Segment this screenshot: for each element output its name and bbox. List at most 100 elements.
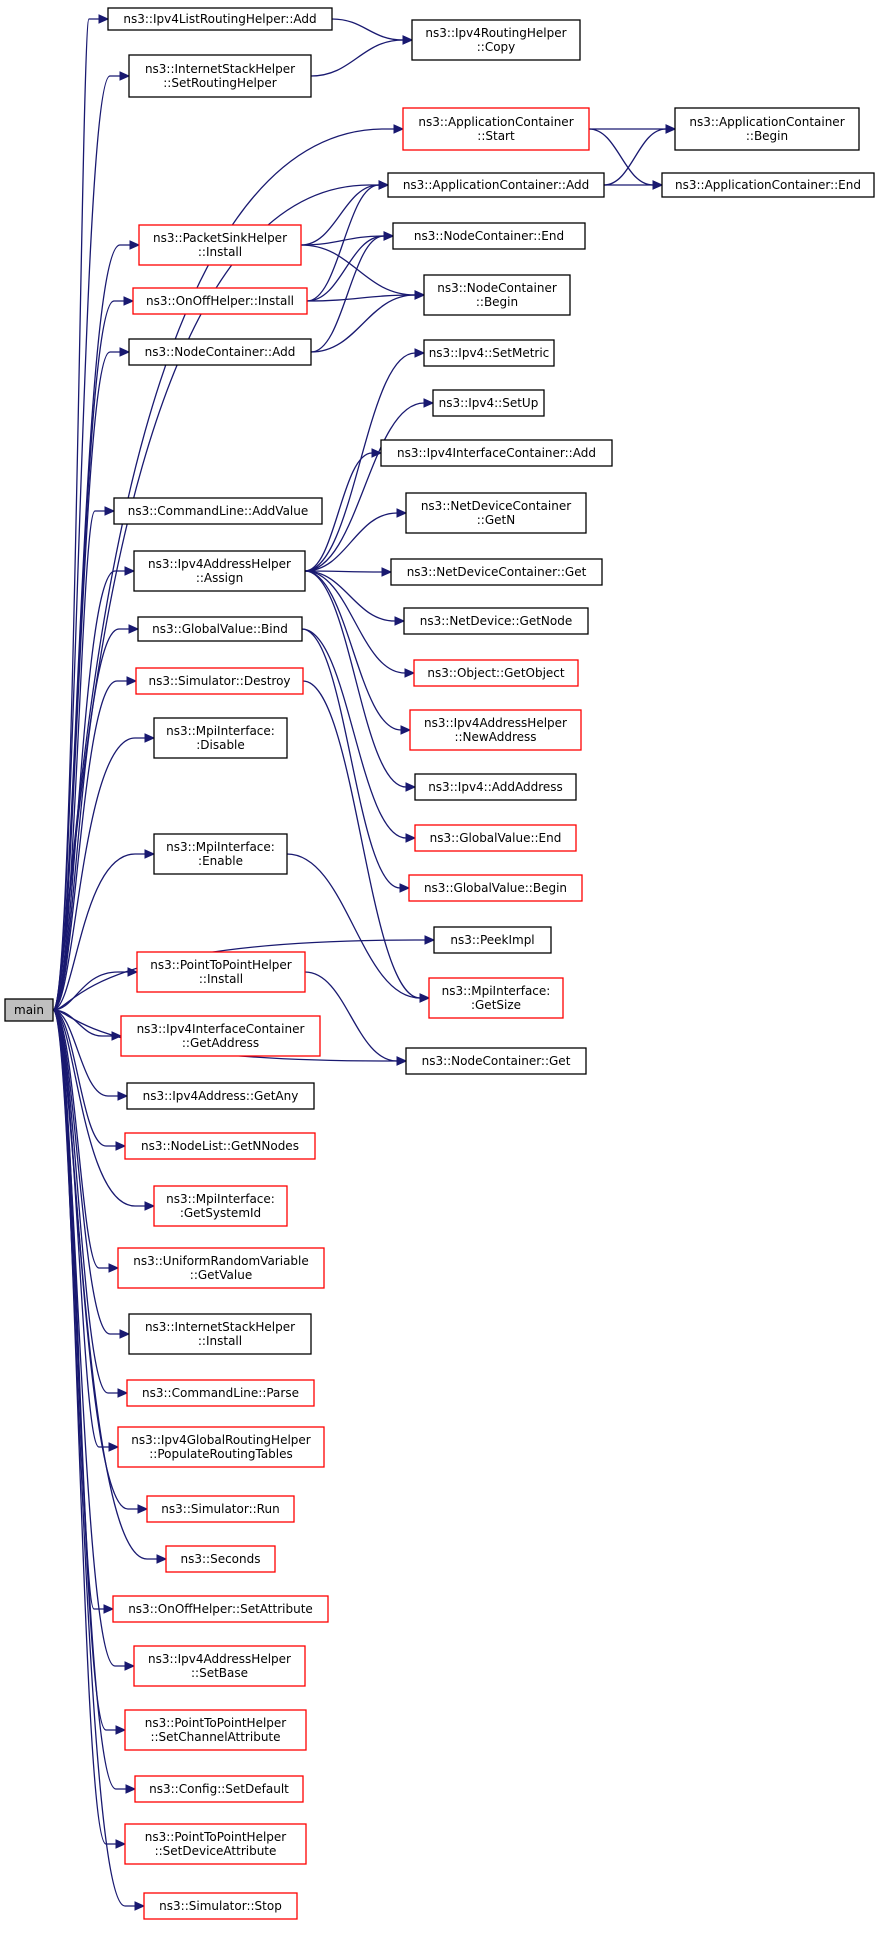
edge-main-to-mpiinterface-getsystemid [52, 1009, 156, 1211]
edge-main-to-internetstackhelper-install [52, 1009, 131, 1339]
node-label-line: ns3::PointToPointHelper [145, 1716, 287, 1730]
node-ipv4-setup[interactable]: ns3::Ipv4::SetUp [432, 389, 545, 417]
node-pointtopointhelper-setdeviceattribute[interactable]: ns3::PointToPointHelper::SetDeviceAttrib… [124, 1823, 307, 1865]
node-box [133, 1645, 306, 1687]
node-box [153, 1185, 288, 1227]
node-mpiinterface-enable[interactable]: ns3::MpiInterface::Enable [153, 833, 288, 875]
node-label-line: ns3::PacketSinkHelper [153, 231, 287, 245]
node-onoffhelper-install[interactable]: ns3::OnOffHelper::Install [132, 287, 308, 315]
node-nodelist-getnnodes[interactable]: ns3::NodeList::GetNNodes [124, 1132, 316, 1160]
node-label-line: ns3::MpiInterface: [166, 724, 275, 738]
node-applicationcontainer-add[interactable]: ns3::ApplicationContainer::Add [387, 172, 605, 198]
node-box [423, 339, 555, 367]
node-label-line: ns3::NodeContainer::End [414, 229, 564, 243]
node-object-getobject[interactable]: ns3::Object::GetObject [413, 659, 579, 687]
node-label-line: ns3::Config::SetDefault [149, 1782, 289, 1796]
node-label-line: ns3::Ipv4::SetMetric [429, 346, 550, 360]
node-simulator-destroy[interactable]: ns3::Simulator::Destroy [135, 667, 304, 695]
node-box [132, 287, 308, 315]
node-ipv4-setmetric[interactable]: ns3::Ipv4::SetMetric [423, 339, 555, 367]
node-label-line: ::Start [477, 129, 515, 143]
node-label-line: ns3::InternetStackHelper [145, 62, 295, 76]
edge-main-to-commandline-parse [52, 1009, 129, 1398]
node-label-line: ns3::NodeContainer::Get [422, 1054, 571, 1068]
node-config-setdefault[interactable]: ns3::Config::SetDefault [134, 1775, 304, 1803]
node-ipv4routinghelper-copy[interactable]: ns3::Ipv4RoutingHelper::Copy [411, 19, 581, 61]
node-label-line: ns3::GlobalValue::End [430, 831, 562, 845]
node-nodecontainer-end[interactable]: ns3::NodeContainer::End [392, 222, 586, 250]
node-box [117, 1247, 325, 1289]
node-ipv4addresshelper-setbase[interactable]: ns3::Ipv4AddressHelper::SetBase [133, 1645, 306, 1687]
node-globalvalue-begin[interactable]: ns3::GlobalValue::Begin [408, 874, 583, 902]
node-applicationcontainer-begin[interactable]: ns3::ApplicationContainer::Begin [674, 107, 860, 151]
node-box [137, 616, 303, 642]
node-label-line: ns3::NodeContainer::Add [145, 345, 296, 359]
node-applicationcontainer-end[interactable]: ns3::ApplicationContainer::End [661, 172, 875, 198]
node-box [409, 709, 582, 751]
node-label-line: ns3::PointToPointHelper [150, 958, 292, 972]
node-commandline-parse[interactable]: ns3::CommandLine::Parse [126, 1379, 315, 1407]
node-label-line: ns3::Ipv4InterfaceContainer [137, 1022, 305, 1036]
node-ipv4globalroutinghelper-populateroutingtables[interactable]: ns3::Ipv4GlobalRoutingHelper::PopulateRo… [117, 1426, 325, 1468]
node-label-line: ns3::UniformRandomVariable [133, 1254, 309, 1268]
node-label-line: ::GetValue [190, 1268, 252, 1282]
node-label-line: ns3::NetDevice::GetNode [420, 614, 572, 628]
node-netdevicecontainer-getn[interactable]: ns3::NetDeviceContainer::GetN [405, 492, 587, 534]
node-mpiinterface-disable[interactable]: ns3::MpiInterface::Disable [153, 717, 288, 759]
node-label-line: ::Install [198, 245, 242, 259]
node-applicationcontainer-start[interactable]: ns3::ApplicationContainer::Start [402, 107, 590, 151]
node-uniformrandomvariable-getvalue[interactable]: ns3::UniformRandomVariable::GetValue [117, 1247, 325, 1289]
node-seconds[interactable]: ns3::Seconds [165, 1545, 276, 1573]
node-label-line: ::PopulateRoutingTables [149, 1447, 293, 1461]
node-ipv4addresshelper-newaddress[interactable]: ns3::Ipv4AddressHelper::NewAddress [409, 709, 582, 751]
node-mpiinterface-getsystemid[interactable]: ns3::MpiInterface::GetSystemId [153, 1185, 288, 1227]
node-internetstackhelper-install[interactable]: ns3::InternetStackHelper::Install [128, 1313, 312, 1355]
node-label-line: :GetSystemId [180, 1206, 261, 1220]
node-ipv4-addaddress[interactable]: ns3::Ipv4::AddAddress [414, 773, 577, 801]
node-box [674, 107, 860, 151]
node-ipv4addresshelper-assign[interactable]: ns3::Ipv4AddressHelper::Assign [133, 550, 306, 592]
node-nodecontainer-add[interactable]: ns3::NodeContainer::Add [128, 338, 312, 366]
node-main[interactable]: main [4, 998, 54, 1022]
node-label-line: ns3::Simulator::Destroy [148, 674, 290, 688]
node-internetstackhelper-setroutinghelper[interactable]: ns3::InternetStackHelper::SetRoutingHelp… [128, 54, 312, 98]
node-nodecontainer-begin[interactable]: ns3::NodeContainer::Begin [423, 274, 571, 316]
node-label-line: ns3::Ipv4RoutingHelper [425, 26, 566, 40]
node-box [136, 951, 306, 993]
node-box [133, 550, 306, 592]
node-simulator-run[interactable]: ns3::Simulator::Run [146, 1495, 295, 1523]
edge-packetsinkhelper-install-to-nodecontainer-begin [300, 244, 426, 300]
node-box [143, 1892, 298, 1920]
node-ipv4listroutinghelper-add[interactable]: ns3::Ipv4ListRoutingHelper::Add [107, 7, 333, 31]
node-netdevice-getnode[interactable]: ns3::NetDevice::GetNode [403, 607, 589, 635]
node-label-line: :GetSize [471, 998, 521, 1012]
node-box [165, 1545, 276, 1573]
node-label-line: ::Install [198, 1334, 242, 1348]
node-ipv4interfacecontainer-add[interactable]: ns3::Ipv4InterfaceContainer::Add [380, 439, 613, 467]
node-globalvalue-bind[interactable]: ns3::GlobalValue::Bind [137, 616, 303, 642]
node-packetsinkhelper-install[interactable]: ns3::PacketSinkHelper::Install [138, 224, 302, 266]
node-pointtopointhelper-install[interactable]: ns3::PointToPointHelper::Install [136, 951, 306, 993]
node-label-line: ::SetChannelAttribute [150, 1730, 280, 1744]
node-label-line: main [14, 1003, 44, 1017]
node-label-line: ns3::Ipv4Address::GetAny [143, 1089, 299, 1103]
node-netdevicecontainer-get[interactable]: ns3::NetDeviceContainer::Get [390, 558, 603, 586]
node-ipv4interfacecontainer-getaddress[interactable]: ns3::Ipv4InterfaceContainer::GetAddress [120, 1015, 321, 1057]
node-ipv4address-getany[interactable]: ns3::Ipv4Address::GetAny [126, 1082, 315, 1110]
node-mpiinterface-getsize[interactable]: ns3::MpiInterface::GetSize [428, 977, 564, 1019]
node-peekimpl[interactable]: ns3::PeekImpl [433, 926, 552, 954]
node-pointtopointhelper-setchannelattribute[interactable]: ns3::PointToPointHelper::SetChannelAttri… [124, 1709, 307, 1751]
node-nodecontainer-get[interactable]: ns3::NodeContainer::Get [405, 1047, 587, 1075]
node-box [113, 497, 323, 525]
edge-main-to-globalvalue-bind [52, 624, 140, 1011]
node-globalvalue-end[interactable]: ns3::GlobalValue::End [414, 824, 577, 852]
node-label-line: ns3::Object::GetObject [427, 666, 565, 680]
node-box [128, 54, 312, 98]
edge-main-to-ipv4addresshelper-assign [52, 566, 136, 1011]
node-onoffhelper-setattribute[interactable]: ns3::OnOffHelper::SetAttribute [112, 1595, 329, 1623]
node-commandline-addvalue[interactable]: ns3::CommandLine::AddValue [113, 497, 323, 525]
node-box [661, 172, 875, 198]
node-box [126, 1379, 315, 1407]
node-label-line: ::Begin [746, 129, 788, 143]
node-simulator-stop[interactable]: ns3::Simulator::Stop [143, 1892, 298, 1920]
